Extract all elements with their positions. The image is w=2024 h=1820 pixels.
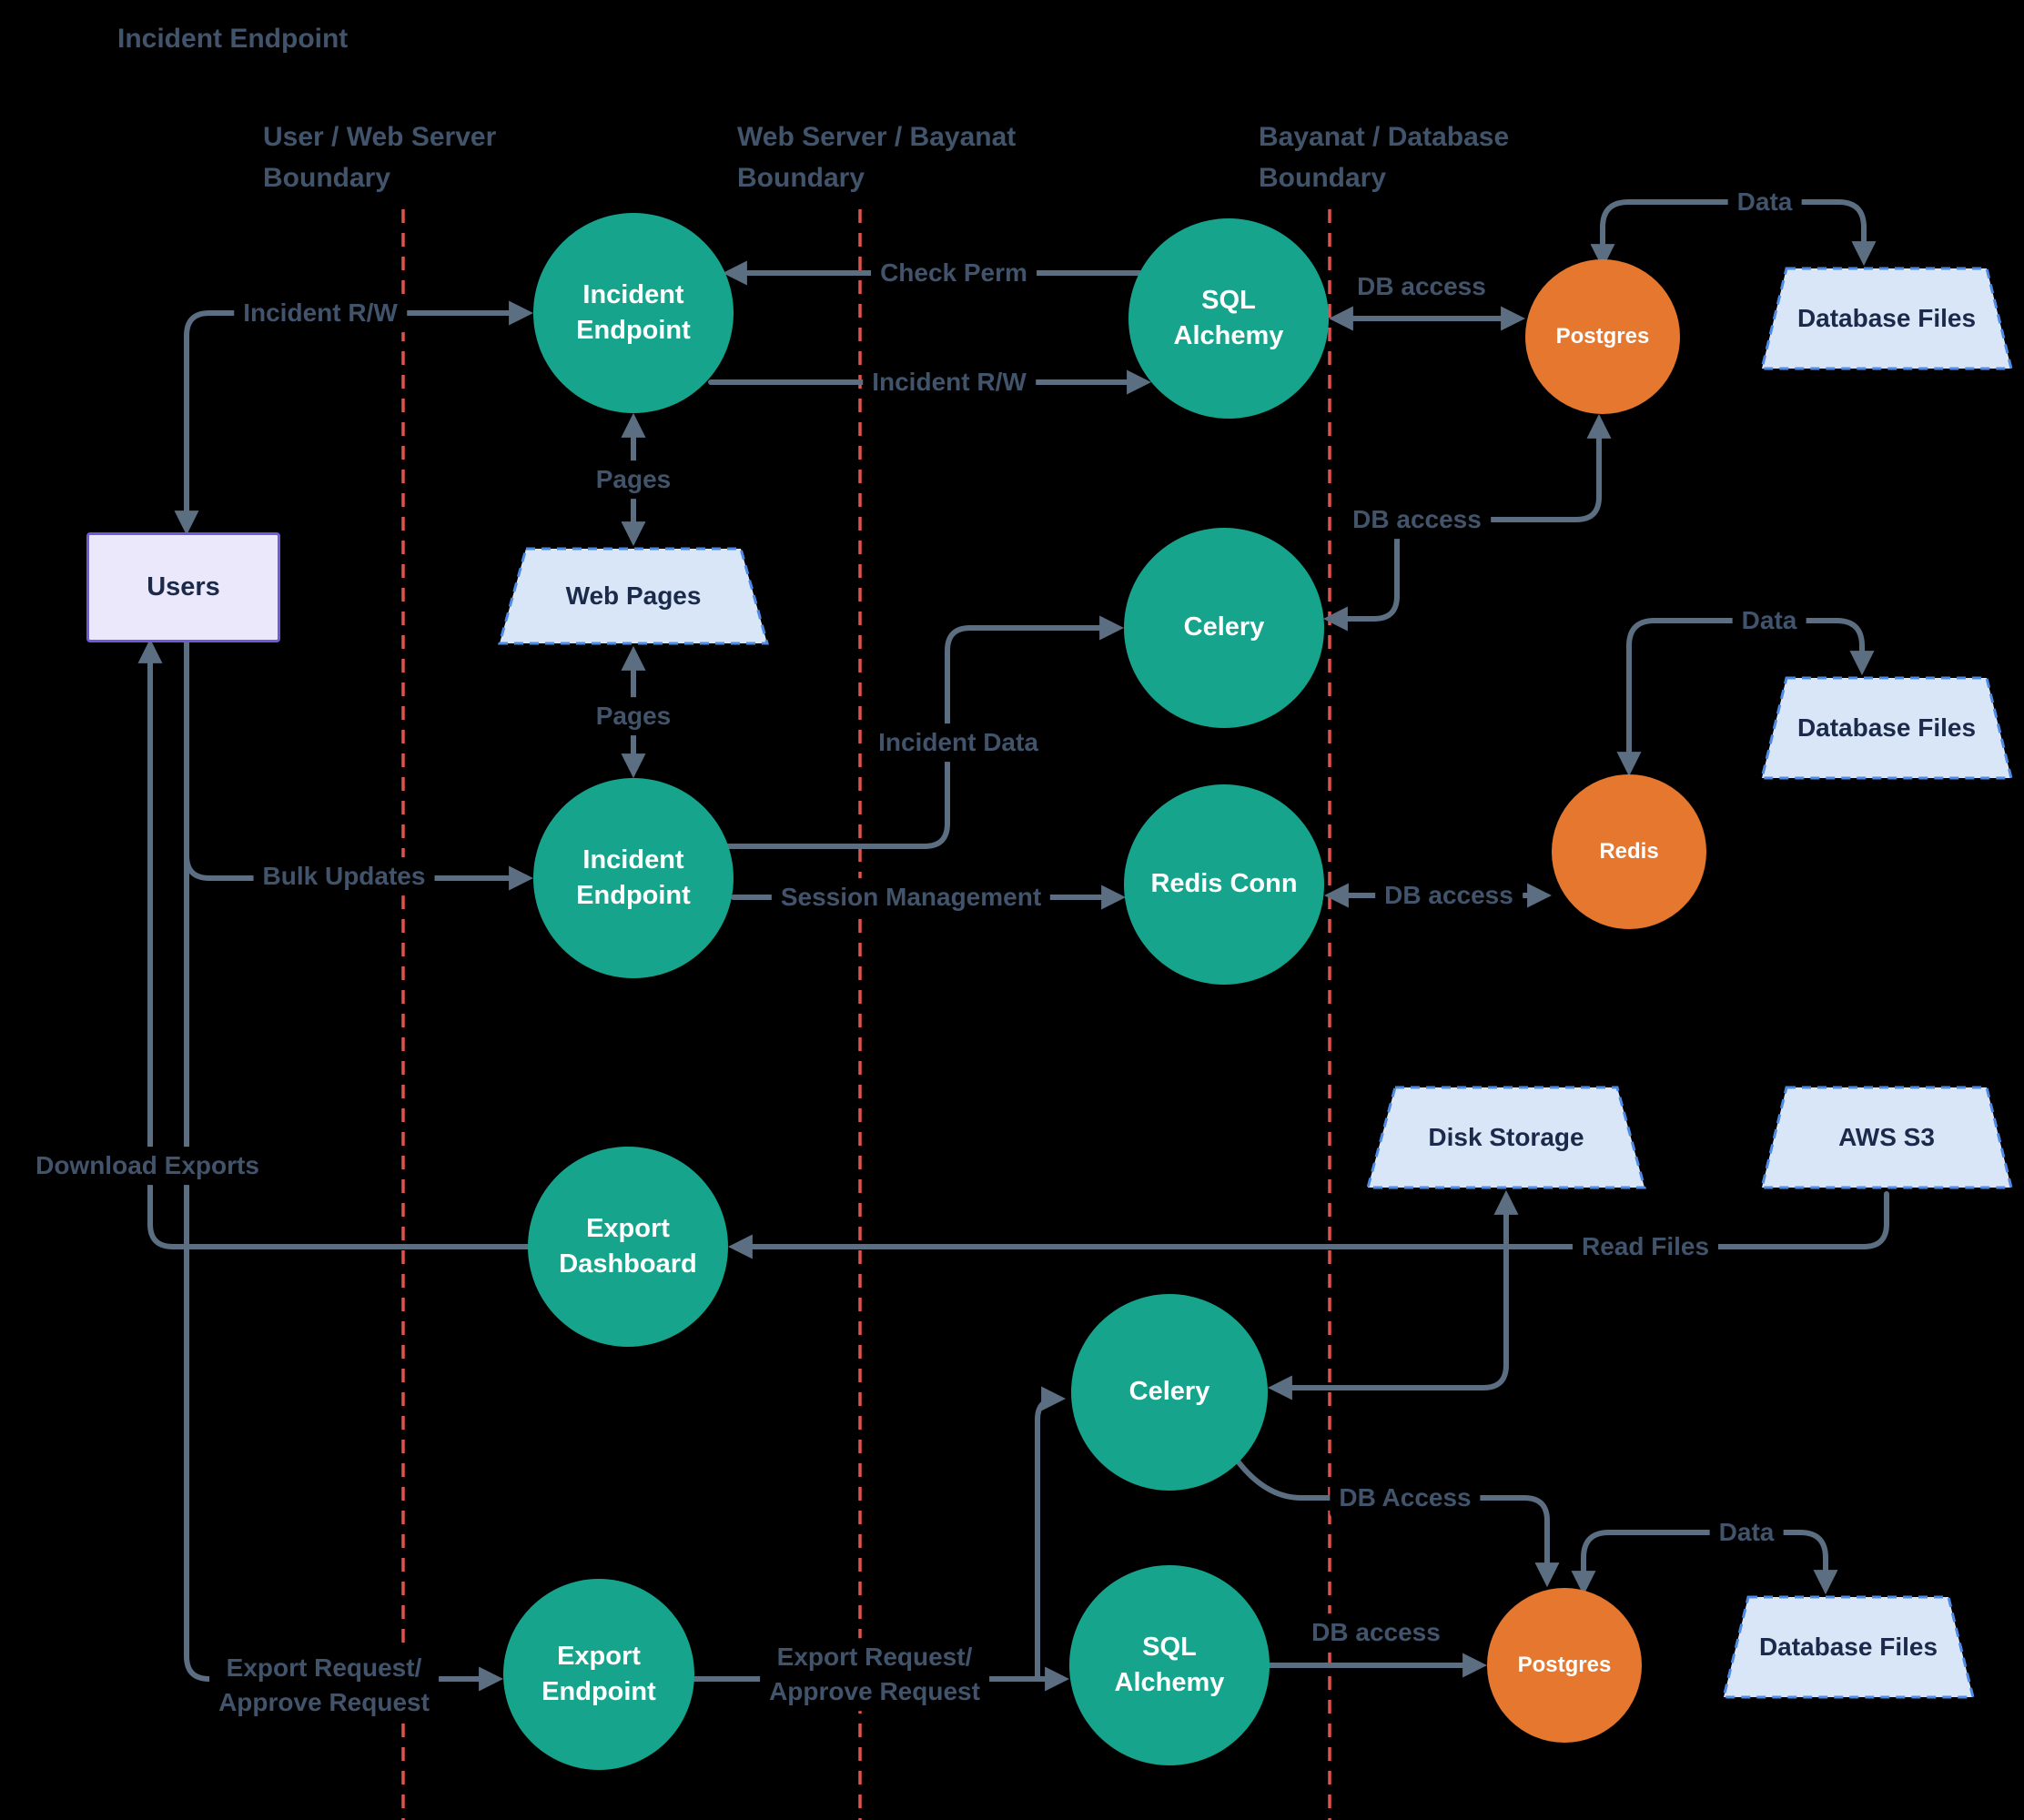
edge-export-request-left (184, 636, 504, 1692)
process-postgres-2: Postgres (1487, 1588, 1642, 1743)
store-aws-s3: AWS S3 (1759, 1085, 2014, 1190)
store-database-files-2: Database Files (1759, 675, 2014, 781)
process-celery-1: Celery (1124, 528, 1324, 728)
edge-label-check-perm: Check Perm (871, 254, 1037, 292)
process-postgres-1: Postgres (1525, 259, 1680, 414)
store-web-pages: Web Pages (497, 546, 770, 646)
boundary-label-webserver-bayanat: Web Server / Bayanat Boundary (737, 122, 1017, 193)
edge-label-db-access-bottom: DB access (1302, 1613, 1450, 1652)
process-celery-2: Celery (1071, 1294, 1268, 1491)
store-label: Database Files (1796, 713, 1977, 742)
edge-label-session-management: Session Management (771, 878, 1051, 916)
node-label: Incident Endpoint (576, 279, 691, 345)
edge-label-incident-rw-sqla: Incident R/W (863, 363, 1036, 401)
process-redis: Redis (1552, 774, 1706, 929)
boundary-label-user-webserver: User / Web Server Boundary (263, 122, 497, 193)
node-label: Postgres (1517, 1652, 1612, 1677)
edge-label-db-access-celery2: DB Access (1330, 1479, 1481, 1517)
diagram-title: Incident Endpoint (117, 24, 349, 54)
process-sql-alchemy-1: SQL Alchemy (1128, 218, 1329, 419)
store-disk-storage: Disk Storage (1365, 1085, 1647, 1190)
process-sql-alchemy-2: SQL Alchemy (1069, 1565, 1270, 1765)
process-incident-endpoint-2: Incident Endpoint (533, 778, 734, 978)
edge-label-data-bottom: Data (1709, 1513, 1784, 1552)
edge-disk-storage-celery (1267, 1189, 1519, 1400)
edge-label-incident-data: Incident Data (869, 723, 1047, 762)
trapezoid-shape (1760, 267, 2013, 370)
store-database-files-1: Database Files (1759, 266, 2014, 371)
process-export-endpoint: Export Endpoint (503, 1579, 694, 1770)
node-label: Postgres (1555, 323, 1650, 349)
edge-label-download-exports: Download Exports (26, 1147, 268, 1185)
node-label: Redis (1599, 838, 1659, 864)
edge-users-incident-endpoint (174, 300, 534, 536)
node-label: Redis Conn (1150, 869, 1298, 899)
edge-label-export-request-left: Export Request/ Approve Request (209, 1649, 439, 1722)
store-label: Disk Storage (1428, 1123, 1584, 1151)
store-label: Database Files (1796, 304, 1977, 332)
node-label: Celery (1183, 612, 1265, 642)
node-label: Export Endpoint (541, 1641, 656, 1706)
edge-label-pages-top: Pages (586, 460, 681, 499)
edge-export-endpoint-celery (1035, 1386, 1067, 1680)
boundary-label-bayanat-database: Bayanat / Database Boundary (1259, 122, 1510, 193)
store-label: Web Pages (565, 581, 702, 610)
edge-data-bottom (1571, 1530, 1838, 1596)
store-label: Database Files (1758, 1633, 1938, 1661)
edge-label-db-access-redis: DB access (1375, 876, 1523, 915)
edge-label-read-files: Read Files (1572, 1228, 1719, 1266)
edge-label-data-top: Data (1727, 183, 1802, 221)
node-label: Incident Endpoint (576, 844, 691, 910)
edge-db-access-celery2 (1233, 1456, 1560, 1588)
edge-label-bulk-updates: Bulk Updates (253, 857, 435, 895)
edge-label-db-access-celery: DB access (1343, 500, 1491, 539)
process-redis-conn: Redis Conn (1124, 784, 1324, 985)
edge-label-incident-rw-top: Incident R/W (234, 294, 407, 332)
edge-label-pages-bottom: Pages (586, 697, 681, 735)
node-label: Export Dashboard (559, 1213, 697, 1279)
process-incident-endpoint-1: Incident Endpoint (533, 213, 734, 413)
edge-read-files (727, 1191, 1889, 1259)
node-label: Users (147, 572, 220, 602)
store-database-files-3: Database Files (1721, 1594, 1976, 1700)
trapezoid-shape (1722, 1595, 1975, 1699)
edge-download-exports (137, 638, 531, 1249)
edge-label-export-request-mid: Export Request/ Approve Request (760, 1638, 989, 1711)
node-label: SQL Alchemy (1173, 285, 1284, 350)
trapezoid-shape (1366, 1086, 1646, 1189)
edge-label-db-access-top: DB access (1348, 268, 1495, 306)
node-label: SQL Alchemy (1114, 1632, 1225, 1697)
trapezoid-shape (1760, 1086, 2013, 1189)
edge-bulk-updates (184, 636, 534, 891)
store-label: AWS S3 (1838, 1123, 1935, 1151)
trapezoid-shape (498, 547, 769, 645)
external-users: Users (86, 532, 280, 642)
node-label: Celery (1128, 1377, 1210, 1407)
edge-label-data-redis: Data (1732, 602, 1806, 640)
process-export-dashboard: Export Dashboard (528, 1147, 728, 1347)
